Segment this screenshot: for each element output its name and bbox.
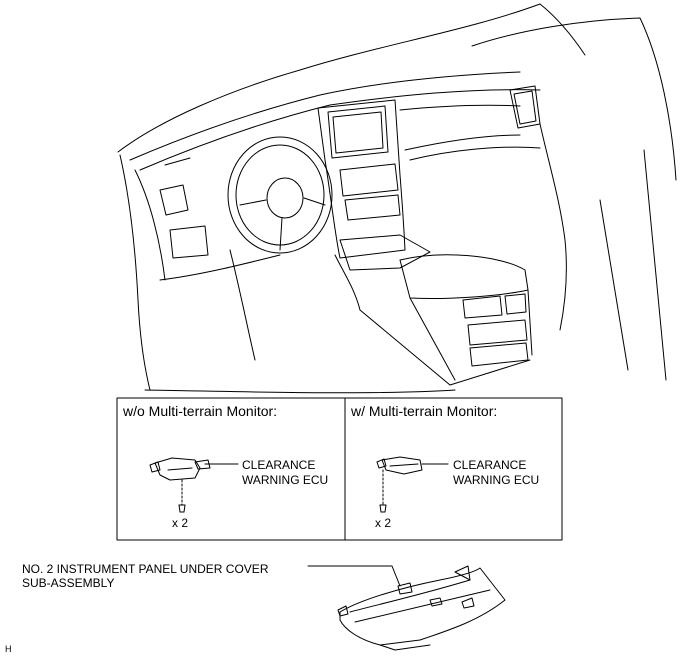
steering-hub (266, 177, 304, 219)
under-cover-label-line2: SUB-ASSEMBLY (22, 576, 115, 590)
left-vent (159, 184, 189, 216)
left-ecu-drawing (149, 457, 239, 513)
a-pillar-right (471, 17, 677, 181)
right-panel-box (344, 397, 563, 541)
rear-vent (462, 295, 503, 319)
left-dash (134, 169, 166, 281)
right-ecu-drawing (376, 456, 449, 513)
left-bolt-qty: x 2 (172, 516, 189, 530)
windshield-right (539, 3, 586, 56)
right-ecu-label-line1: CLEARANCE (453, 458, 527, 472)
left-ecu-label-line2: WARNING ECU (242, 473, 329, 487)
center-console (334, 254, 531, 386)
right-bolt-qty: x 2 (375, 516, 392, 530)
dash-top-line (129, 71, 521, 161)
armrest (399, 254, 529, 300)
under-cover-label-line1: NO. 2 INSTRUMENT PANEL UNDER COVER (22, 562, 269, 576)
right-ecu-label-line2: WARNING ECU (453, 473, 540, 487)
left-panel-title: w/o Multi-terrain Monitor: (123, 403, 278, 419)
center-stack (317, 99, 406, 259)
door-edge (643, 149, 667, 381)
figure-code: H (5, 644, 12, 654)
right-door-panel (539, 123, 567, 331)
left-ecu-label-line1: CLEARANCE (242, 458, 316, 472)
dash-top-line-2 (139, 89, 541, 171)
right-panel-title: w/ Multi-terrain Monitor: (351, 403, 498, 419)
under-cover-drawing (307, 565, 506, 651)
windshield-outline (117, 3, 541, 153)
left-bolt (178, 504, 186, 513)
right-bolt (379, 504, 387, 513)
under-cover-leader (307, 565, 401, 587)
steering-wheel (227, 136, 333, 254)
center-display (327, 105, 389, 159)
